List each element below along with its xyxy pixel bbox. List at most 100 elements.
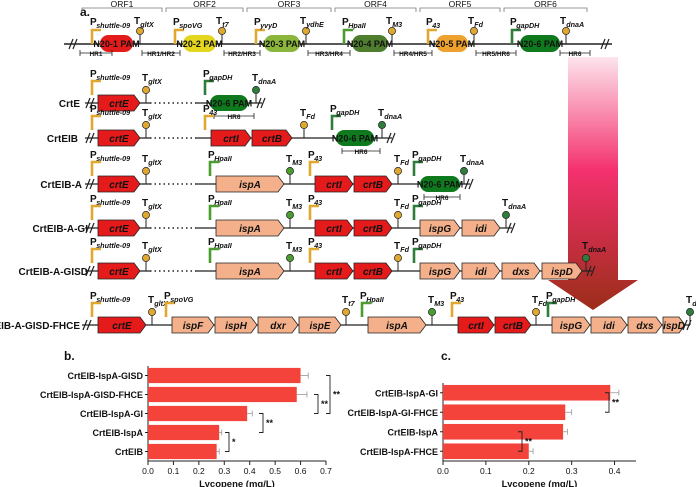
gene-dxr-6: dxr	[257, 316, 299, 334]
promoter-label-HpaII-4-sub: HpaII	[214, 198, 233, 207]
gene-ispH-6: ispH	[214, 316, 258, 334]
gene-dxs-5-label: dxs	[512, 267, 530, 278]
gene-crtB-3: crtB	[353, 175, 393, 193]
terminator-label-M3-4-base: T	[286, 198, 292, 209]
gene-ispE-6: ispE	[298, 316, 342, 334]
promoter-label-p43-6-sub: 43	[455, 295, 464, 304]
promoter-label-gapDH-6-base: P	[546, 291, 553, 302]
sig-bracket-3	[225, 432, 230, 452]
top-pam-3-shape	[264, 35, 300, 52]
construct-break-right-4-a	[506, 222, 512, 234]
gene-crtI-3-label: crtI	[326, 180, 342, 191]
gene-dxs-5: dxs	[501, 262, 541, 280]
terminator-label-dnaA-5-base: T	[582, 241, 588, 252]
promoter-gapDH-5	[412, 247, 423, 263]
top-pam-4-shape	[352, 35, 388, 52]
terminator-label-Fd-2-base: T	[300, 108, 306, 119]
terminator-gltX-4	[142, 211, 150, 228]
gene-crtI-6-shape	[457, 316, 495, 334]
terminator-label-dnaA-3-base: T	[460, 154, 466, 165]
n20-6-pam-1: N20-6 PAM	[206, 95, 252, 111]
terminator-gltX-5-head	[142, 254, 150, 262]
terminator-Fd-3-head	[394, 167, 402, 175]
promoter-label-shuttle-2-sub: shuttle-09	[96, 108, 130, 117]
gene-ispD-5-label: ispD	[551, 267, 573, 278]
promoter-label-shuttle-3-base: P	[90, 150, 97, 161]
terminator-label-dnaA-1-base: T	[252, 73, 258, 84]
gene-ispD-6-label: ispD	[663, 321, 685, 332]
promoter-HpaII-5	[208, 247, 219, 263]
terminator-Fd-2	[300, 121, 308, 138]
terminator-label-M3-6-base: T	[428, 295, 434, 306]
promoter-gapDH-1	[203, 79, 214, 95]
promoter-label-p43-5-base: P	[308, 237, 315, 248]
orf-bracket-5	[419, 7, 501, 12]
promoter-label-gapDH-4-base: P	[412, 194, 419, 205]
top-terminator-1	[136, 27, 144, 44]
sig-bracket-1	[314, 394, 319, 414]
terminator-label-Fd-3-sub: Fd	[400, 158, 409, 167]
gene-crtB-5-label: crtB	[363, 267, 383, 278]
sig-mark-3: *	[232, 437, 236, 447]
promoter-label-HpaII-4-base: P	[208, 194, 215, 205]
top-terminator-4	[388, 27, 396, 44]
terminator-label-gltX-6-base: T	[148, 295, 154, 306]
gene-crtE-5: crtE	[97, 262, 141, 280]
top-pam-2-shape	[183, 35, 216, 52]
promoter-shuttle-2	[90, 114, 101, 130]
promoter-HpaII-4	[208, 204, 219, 220]
gene-crtE-4: crtE	[97, 219, 141, 237]
gene-ispF-6-shape	[171, 316, 215, 334]
gene-ispF-6: ispF	[171, 316, 215, 334]
construct-break-left-4-b	[89, 222, 95, 234]
gene-crtI-5: crtI	[314, 262, 354, 280]
gene-ispA-4: ispA	[215, 219, 285, 237]
construct-break-right-2-a	[386, 132, 392, 144]
top-terminator-label-6-sub: dnaA	[566, 20, 584, 29]
promoter-label-shuttle-4-base: P	[90, 194, 97, 205]
promoter-label-shuttle-1-base: P	[90, 69, 97, 80]
promoter-label-gapDH-5-base: P	[412, 237, 419, 248]
gene-idi-4: idi	[461, 219, 501, 237]
promoter-label-HpaII-3-sub: HpaII	[214, 154, 233, 163]
top-hr-5-label: HR4/HR5	[399, 51, 427, 58]
top-promoter-6	[510, 28, 521, 44]
construct-break-left-2-a	[85, 132, 91, 144]
sig-mark-2: **	[266, 418, 274, 428]
top-terminator-label-1-sub: gltX	[139, 20, 155, 29]
top-pam-6: N20-6 PAM	[517, 35, 563, 52]
gene-ispG-6-shape	[551, 316, 591, 334]
top-promoter-label-5-sub: 43	[431, 21, 440, 30]
gene-dxs-6: dxs	[627, 316, 663, 334]
top-pam-2-label: N20-2 PAM	[176, 39, 222, 49]
category-label-2: CrtEIB-IspA	[387, 427, 438, 437]
promoter-label-HpaII-5-sub: HpaII	[214, 241, 233, 250]
top-hr-2: HR1/HR2	[141, 50, 181, 58]
sig-mark-0: **	[612, 398, 620, 408]
promoter-label-shuttle-6-sub: shuttle-09	[96, 295, 130, 304]
bar-2	[148, 405, 248, 422]
construct-name-3: CrtEIB-A	[40, 180, 82, 191]
top-hr-3: HR2/HR3	[223, 50, 261, 58]
top-break-right-a	[600, 38, 606, 50]
promoter-label-HpaII-3-base: P	[208, 150, 215, 161]
gene-ispF-6-label: ispF	[183, 321, 204, 332]
n20-6-pam-3-label: N20-6 PAM	[417, 180, 463, 190]
promoter-label-gapDH-2-sub: gapDH	[335, 108, 360, 117]
